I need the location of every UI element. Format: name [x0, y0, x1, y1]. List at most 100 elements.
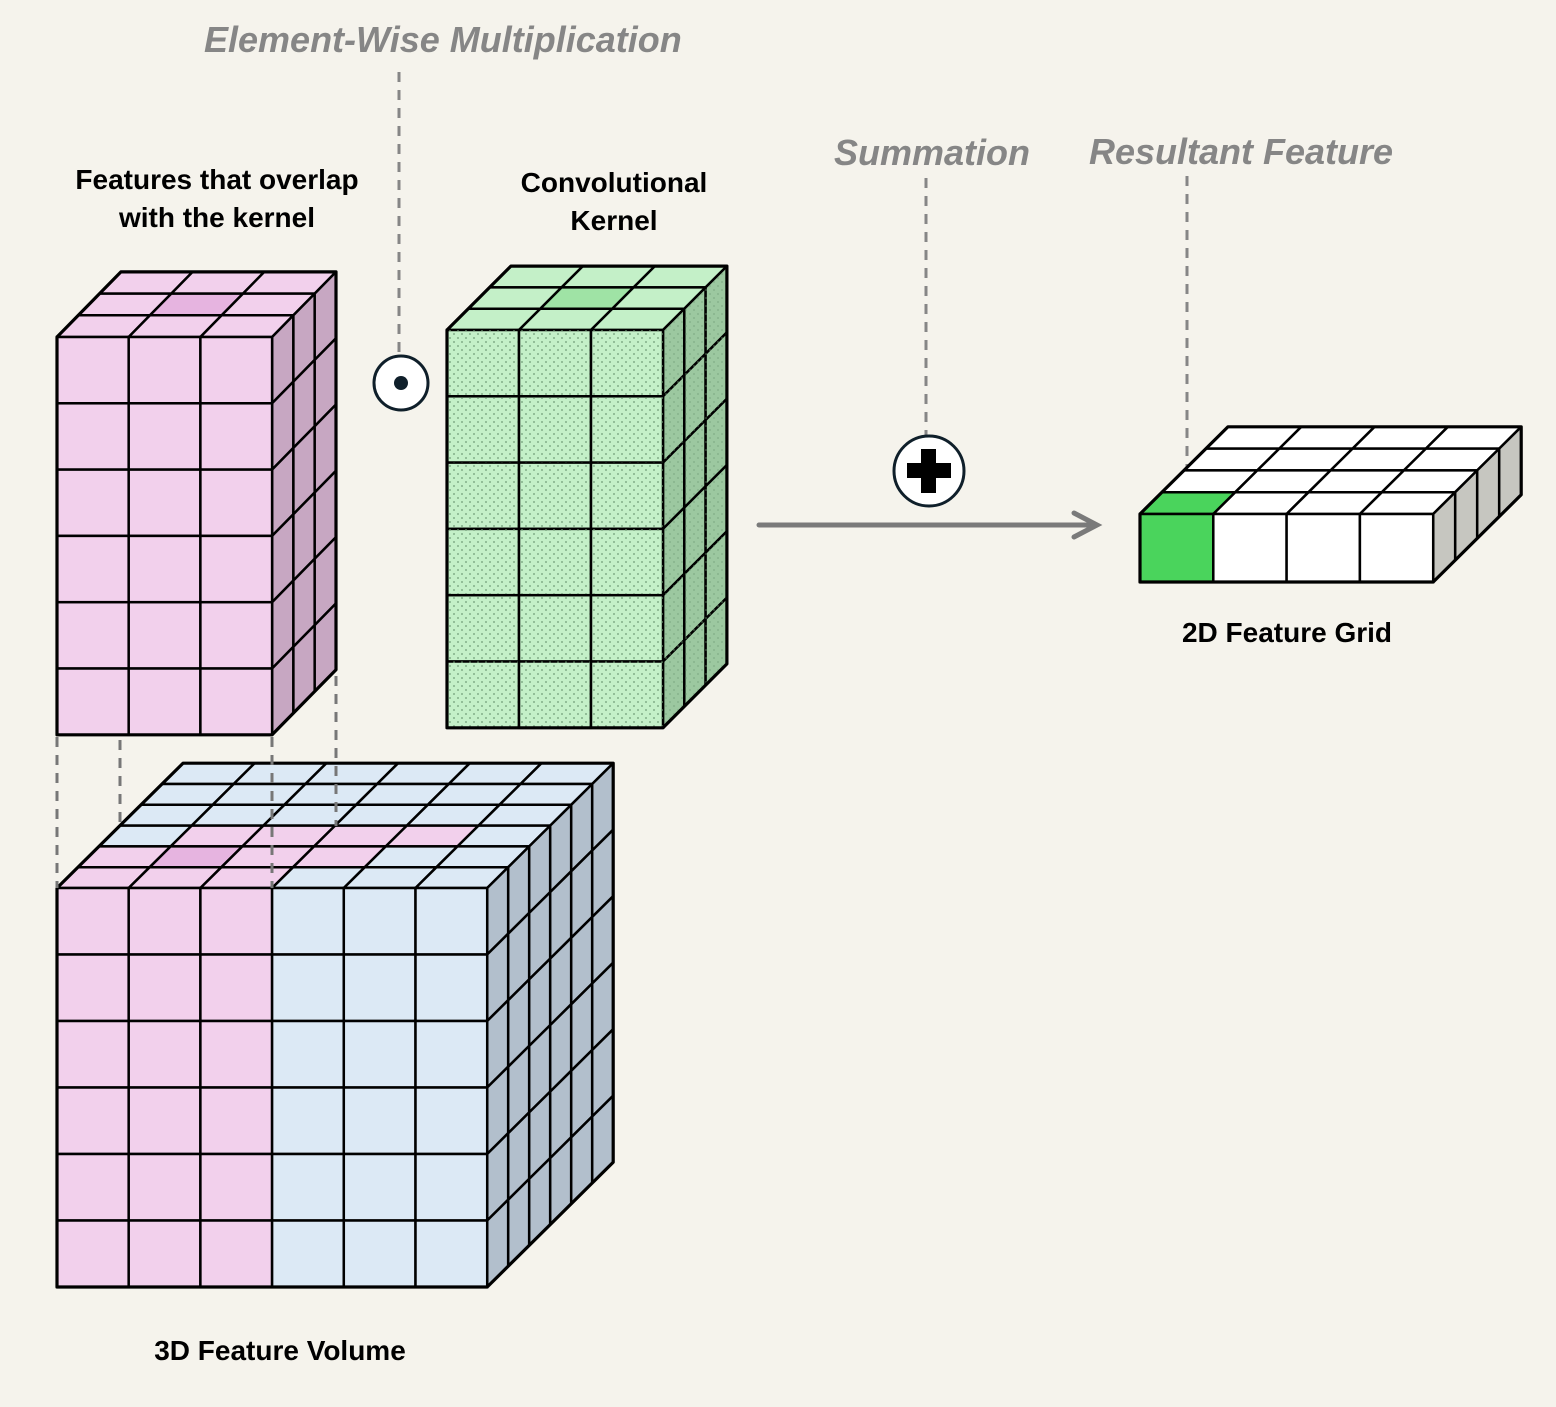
- kernel-label-line2: Kernel: [570, 205, 657, 236]
- feature-volume-front-cell: [127, 886, 202, 956]
- feature-volume-front-cell: [270, 953, 346, 1023]
- overlap-features-front-cell: [55, 468, 130, 538]
- kernel-texture: [519, 396, 591, 463]
- kernel-texture: [519, 462, 591, 529]
- feature-volume-front-cell: [414, 886, 489, 956]
- kernel-texture: [519, 661, 591, 728]
- feature-volume-front-cell: [199, 1219, 274, 1289]
- kernel-texture: [447, 595, 519, 662]
- feature-volume-front-cell: [270, 1219, 346, 1289]
- element-wise-multiplication-annotation: Element-Wise Multiplication: [204, 19, 682, 60]
- feature-grid-front-cell: [1138, 512, 1215, 584]
- feature-volume-front-cell: [270, 1086, 346, 1156]
- overlap-features-front-cell: [199, 402, 274, 471]
- feature-volume-front-cell: [414, 1086, 489, 1156]
- overlap-features-outline: [55, 270, 338, 737]
- kernel-texture: [447, 661, 519, 728]
- feature-volume-front-cell: [55, 1086, 130, 1156]
- overlap-features-front-cell: [127, 600, 202, 670]
- feature-volume-front-cell: [127, 953, 202, 1023]
- kernel-texture: [447, 528, 519, 596]
- feature-volume-front-cell: [199, 1152, 274, 1222]
- feature-volume-front-cell: [342, 886, 417, 956]
- overlap-features-front-cell: [127, 534, 202, 604]
- feature-volume-label: 3D Feature Volume: [154, 1335, 406, 1366]
- feature-volume-front-cell: [127, 1219, 202, 1289]
- overlap-features-label-line1: Features that overlap: [75, 164, 358, 195]
- feature-volume-front-cell: [342, 1019, 417, 1089]
- feature-volume-outline: [55, 761, 615, 1289]
- feature-volume-front-cell: [199, 1086, 274, 1156]
- feature-volume-front-cell: [55, 953, 130, 1023]
- kernel-texture: [447, 330, 519, 397]
- feature-volume-front-cell: [414, 1219, 489, 1289]
- kernel-texture: [591, 330, 663, 397]
- feature-volume-front-cell: [270, 1152, 346, 1222]
- overlap-features-front-cell: [55, 402, 130, 471]
- kernel-texture: [591, 595, 663, 662]
- overlap-features-block: [55, 270, 338, 737]
- kernel-texture: [591, 528, 663, 596]
- overlap-features-front-cell: [127, 402, 202, 471]
- dot-operator-icon: [372, 354, 430, 412]
- feature-grid-label: 2D Feature Grid: [1182, 617, 1392, 648]
- feature-grid-front-cell: [1285, 512, 1362, 584]
- kernel-side-texture: [684, 287, 706, 707]
- feature-volume-front-cell: [55, 1019, 130, 1089]
- feature-volume-front-cell: [270, 886, 346, 956]
- kernel-side-texture: [663, 308, 685, 728]
- kernel-texture: [591, 462, 663, 529]
- feature-volume-front-cell: [127, 1019, 202, 1089]
- leader-lines: [397, 72, 1189, 508]
- feature-volume-front-cell: [414, 953, 489, 1023]
- overlap-features-front-cell: [199, 534, 274, 604]
- kernel-texture: [591, 396, 663, 463]
- overlap-features-front-cell: [199, 335, 274, 405]
- overlap-features-front-cell: [127, 335, 202, 405]
- feature-volume-front-cell: [199, 1019, 274, 1089]
- convolutional-kernel-block: [445, 264, 729, 730]
- arrow-right-icon: [756, 510, 1103, 540]
- feature-volume-front-cell: [342, 1219, 417, 1289]
- overlap-features-label-line2: with the kernel: [118, 202, 315, 233]
- feature-volume-front-cell: [199, 953, 274, 1023]
- overlap-features-front-cell: [127, 468, 202, 538]
- feature-volume-front-cell: [414, 1152, 489, 1222]
- feature-volume-front-cell: [199, 886, 274, 956]
- kernel-side-texture: [705, 266, 727, 686]
- feature-grid-front-cell: [1358, 512, 1435, 584]
- overlap-features-front-cell: [199, 468, 274, 538]
- summation-annotation: Summation: [834, 132, 1030, 173]
- feature-volume-front-cell: [127, 1152, 202, 1222]
- plus-operator-icon: [892, 434, 966, 508]
- feature-grid-outline: [1138, 425, 1523, 584]
- kernel-texture: [519, 595, 591, 662]
- kernel-label-line1: Convolutional: [521, 167, 708, 198]
- feature-volume-front-cell: [55, 886, 130, 956]
- feature-volume-front-cell: [342, 953, 417, 1023]
- feature-volume-front-cell: [342, 1086, 417, 1156]
- overlap-features-front-cell: [55, 667, 130, 737]
- kernel-texture: [591, 661, 663, 728]
- overlap-features-front-cell: [199, 600, 274, 670]
- kernel-texture: [519, 528, 591, 596]
- feature-volume-front-cell: [127, 1086, 202, 1156]
- overlap-features-front-cell: [55, 335, 130, 405]
- feature-grid-block: [1138, 425, 1523, 584]
- feature-volume-front-cell: [270, 1019, 346, 1089]
- overlap-features-front-cell: [199, 667, 274, 737]
- overlap-projection-lines: [55, 676, 338, 888]
- overlap-features-front-cell: [55, 534, 130, 604]
- kernel-texture: [447, 462, 519, 529]
- feature-volume-front-cell: [55, 1219, 130, 1289]
- resultant-feature-annotation: Resultant Feature: [1089, 131, 1393, 172]
- feature-volume-front-cell: [342, 1152, 417, 1222]
- overlap-features-front-cell: [127, 667, 202, 737]
- kernel-texture: [519, 330, 591, 397]
- feature-volume-block: [55, 761, 615, 1289]
- feature-grid-front-cell: [1212, 512, 1288, 584]
- kernel-texture: [447, 396, 519, 463]
- overlap-features-front-cell: [55, 600, 130, 670]
- kernel-outline: [445, 264, 729, 730]
